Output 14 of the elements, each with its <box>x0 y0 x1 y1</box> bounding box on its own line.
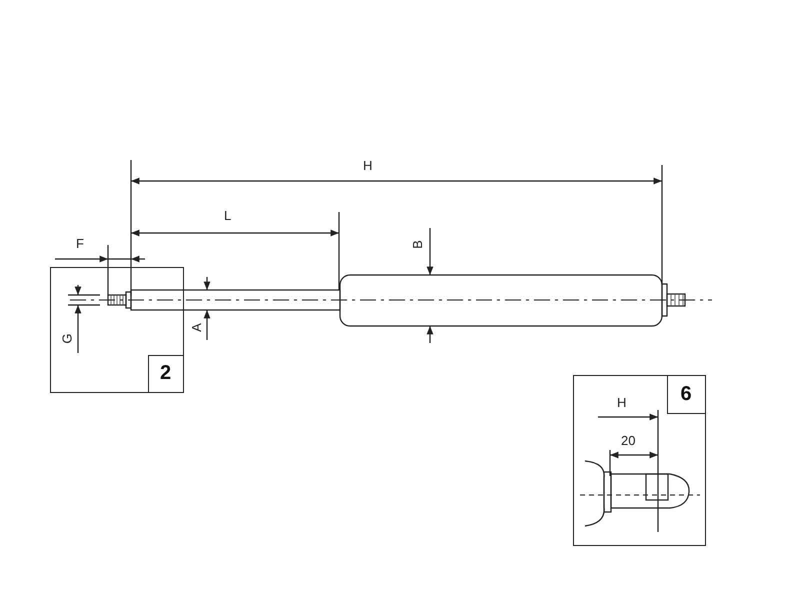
dimension-label: 20 <box>621 434 636 447</box>
dimension-label: A <box>190 323 203 332</box>
dimension-label: L <box>224 209 232 222</box>
detail-number-box <box>666 374 706 414</box>
detail-number-box <box>148 354 184 392</box>
dimension-label: B <box>410 240 424 249</box>
dimension-label: G <box>60 333 74 344</box>
dimension-label: F <box>76 237 84 250</box>
detail-frame <box>573 375 706 546</box>
dimension-label: H <box>617 396 626 409</box>
dimension-label: H <box>363 159 372 172</box>
detail-number: 6 <box>680 382 692 406</box>
detail-frame <box>50 267 184 393</box>
detail-number: 2 <box>160 362 172 385</box>
